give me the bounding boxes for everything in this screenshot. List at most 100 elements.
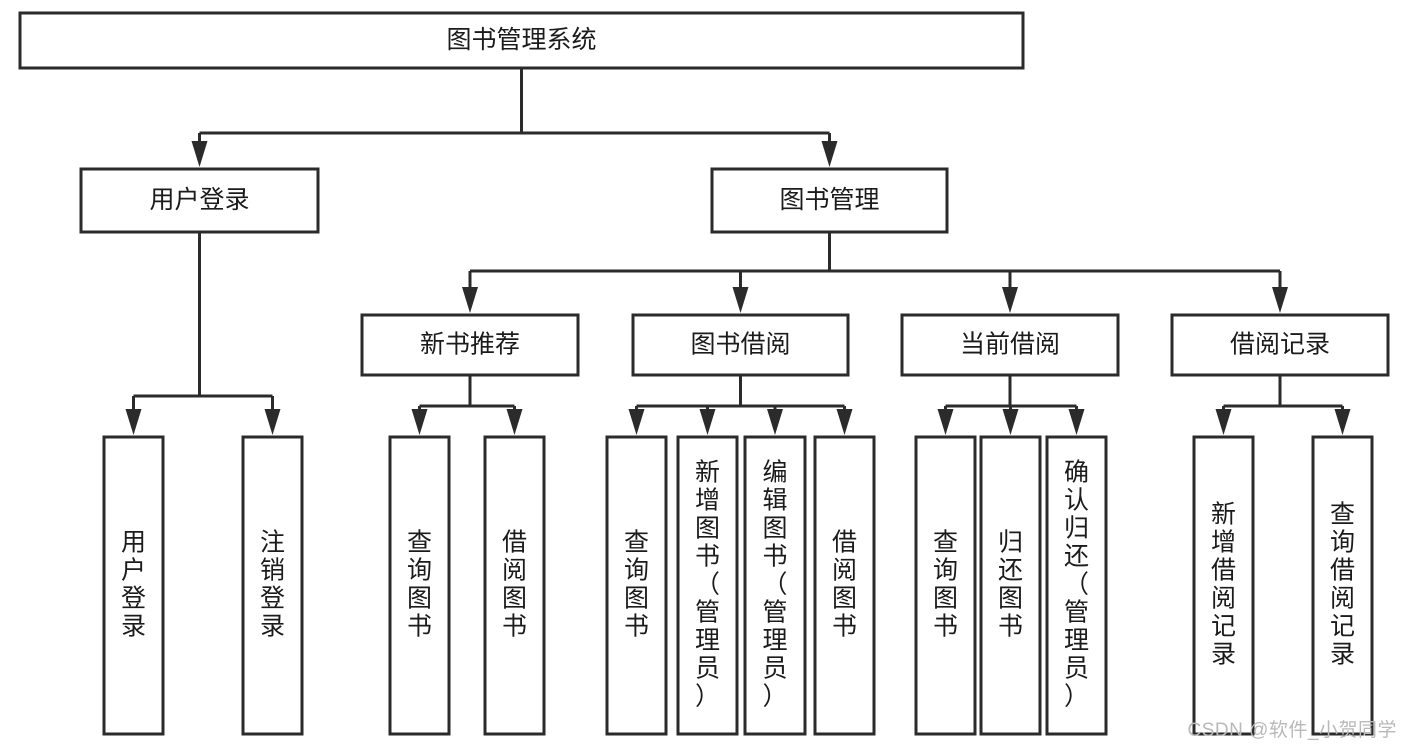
- arrow-head-icon: [699, 409, 716, 435]
- node-box: [1192, 435, 1255, 736]
- arrow-head-icon: [1334, 409, 1351, 435]
- arrow-connector: [628, 406, 645, 435]
- node-leaf-borrow-book-rec[interactable]: 借阅图书: [483, 435, 546, 736]
- node-root[interactable]: 图书管理系统: [18, 11, 1025, 70]
- node-box: [813, 435, 876, 736]
- node-borrow-record[interactable]: 借阅记录: [1170, 313, 1390, 377]
- node-leaf-logout-login[interactable]: 注销登录: [241, 435, 304, 736]
- arrow-head-icon: [125, 409, 142, 435]
- node-label: 新书推荐: [420, 331, 520, 359]
- node-leaf-user-login[interactable]: 用户登录: [102, 435, 165, 736]
- arrow-connector: [937, 406, 954, 435]
- connector-group: [411, 375, 523, 435]
- arrow-connector: [732, 271, 749, 313]
- arrow-connector: [125, 396, 142, 435]
- node-current-borrow[interactable]: 当前借阅: [900, 313, 1120, 377]
- node-label: 图书管理: [779, 186, 879, 214]
- connector-group: [628, 375, 853, 435]
- node-leaf-query-book-current[interactable]: 查询图书: [914, 435, 977, 736]
- node-box: [631, 313, 850, 377]
- connector-group: [1215, 375, 1351, 435]
- arrow-connector: [264, 396, 281, 435]
- node-leaf-query-book-borrow[interactable]: 查询图书: [605, 435, 668, 736]
- arrow-head-icon: [506, 409, 523, 435]
- arrow-head-icon: [732, 287, 749, 313]
- node-label: 图书管理系统: [446, 26, 596, 54]
- arrow-connector: [699, 406, 716, 435]
- arrow-connector: [1272, 271, 1288, 313]
- node-box: [241, 435, 304, 736]
- arrow-head-icon: [264, 409, 281, 435]
- arrow-head-icon: [821, 141, 838, 167]
- arrow-connector: [767, 406, 783, 435]
- node-box: [605, 435, 668, 736]
- node-label: 新增图书（管理员）: [695, 458, 720, 710]
- node-user-login[interactable]: 用户登录: [79, 167, 320, 234]
- node-leaf-add-book-admin[interactable]: 新增图书（管理员）: [676, 435, 739, 736]
- arrow-connector: [411, 406, 428, 435]
- arrow-head-icon: [462, 287, 478, 313]
- node-label: 借阅图书: [832, 528, 857, 640]
- node-layer: 图书管理系统用户登录图书管理新书推荐图书借阅当前借阅借阅记录用户登录注销登录查询…: [18, 11, 1390, 736]
- arrow-head-icon: [191, 141, 208, 167]
- node-box: [914, 435, 977, 736]
- arrow-connector: [1002, 271, 1018, 313]
- node-leaf-confirm-return-admin[interactable]: 确认归还（管理员）: [1045, 435, 1108, 736]
- arrow-head-icon: [1068, 409, 1085, 435]
- arrow-connector: [1334, 406, 1351, 435]
- connector-group: [462, 232, 1288, 313]
- node-label: 借阅记录: [1230, 331, 1330, 359]
- arrow-head-icon: [836, 409, 853, 435]
- node-label: 借阅图书: [502, 528, 527, 640]
- arrow-head-icon: [1002, 287, 1018, 313]
- node-box: [102, 435, 165, 736]
- node-box: [483, 435, 546, 736]
- node-leaf-query-borrow-record[interactable]: 查询借阅记录: [1311, 435, 1374, 736]
- node-box: [18, 11, 1025, 70]
- node-label: 用户登录: [149, 186, 249, 214]
- arrow-head-icon: [1272, 287, 1288, 313]
- node-box: [388, 435, 451, 736]
- node-label: 编辑图书（管理员）: [762, 458, 787, 710]
- connector-group: [937, 375, 1085, 435]
- arrow-connector: [191, 133, 208, 167]
- arrow-connector: [1068, 406, 1085, 435]
- node-label: 图书借阅: [690, 331, 790, 359]
- watermark-label: CSDN @软件_小贺同学: [1187, 720, 1397, 741]
- node-box: [360, 313, 580, 377]
- node-leaf-return-book[interactable]: 归还图书: [979, 435, 1042, 736]
- node-label: 查询图书: [933, 528, 958, 640]
- arrow-head-icon: [628, 409, 645, 435]
- node-leaf-borrow-book[interactable]: 借阅图书: [813, 435, 876, 736]
- node-new-book-recommend[interactable]: 新书推荐: [360, 313, 580, 377]
- node-label: 归还图书: [998, 528, 1023, 640]
- node-label: 用户登录: [121, 528, 146, 640]
- arrow-connector: [1002, 406, 1019, 435]
- arrow-connector: [1215, 406, 1232, 435]
- arrow-head-icon: [767, 409, 783, 435]
- node-box: [1170, 313, 1390, 377]
- arrow-head-icon: [1002, 409, 1019, 435]
- node-box: [676, 435, 739, 736]
- node-label: 确认归还（管理员）: [1064, 458, 1089, 710]
- arrow-connector: [462, 271, 478, 313]
- node-label: 查询图书: [624, 528, 649, 640]
- node-box: [1311, 435, 1374, 736]
- node-box: [979, 435, 1042, 736]
- node-box: [79, 167, 320, 234]
- node-book-manage[interactable]: 图书管理: [710, 167, 949, 234]
- node-leaf-edit-book-admin[interactable]: 编辑图书（管理员）: [743, 435, 807, 736]
- connector-group: [125, 232, 281, 435]
- node-label: 查询图书: [407, 528, 432, 640]
- node-box: [743, 435, 807, 736]
- node-leaf-add-borrow-record[interactable]: 新增借阅记录: [1192, 435, 1255, 736]
- arrow-connector: [821, 133, 838, 167]
- node-box: [1045, 435, 1108, 736]
- arrow-head-icon: [937, 409, 954, 435]
- node-leaf-query-book-rec[interactable]: 查询图书: [388, 435, 451, 736]
- arrow-head-icon: [1215, 409, 1232, 435]
- node-book-borrow[interactable]: 图书借阅: [631, 313, 850, 377]
- node-label: 当前借阅: [960, 331, 1060, 359]
